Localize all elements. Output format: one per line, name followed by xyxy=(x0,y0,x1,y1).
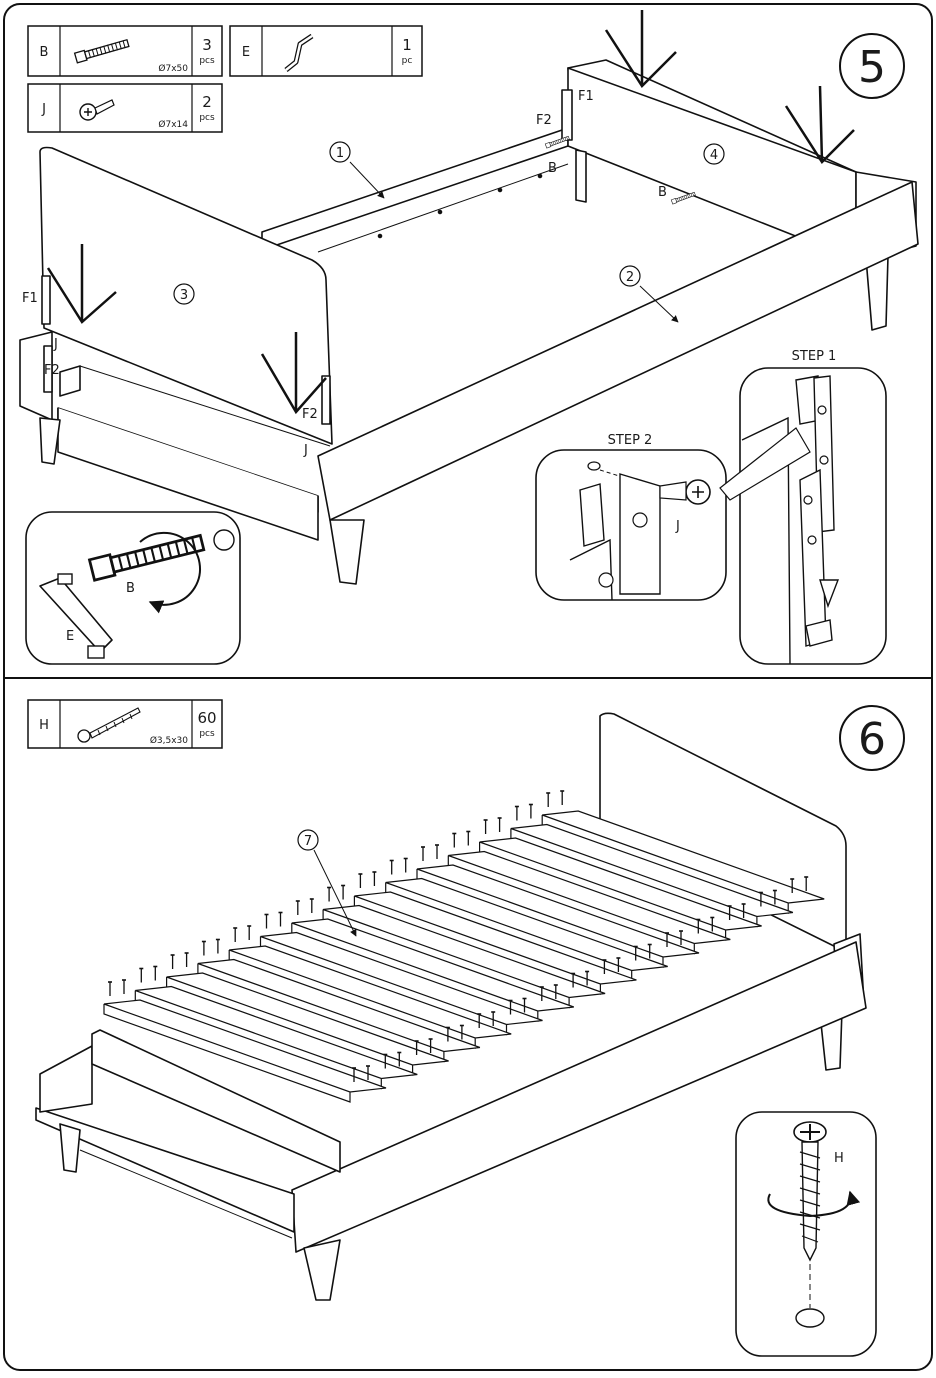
label-b-inner: B xyxy=(658,185,667,200)
callout-1: 1 xyxy=(329,141,385,199)
svg-text:2: 2 xyxy=(626,270,634,285)
step-2-title: STEP 2 xyxy=(608,433,653,448)
label-e-detail: E xyxy=(66,629,74,644)
label-j-left: J xyxy=(53,337,58,352)
svg-text:3: 3 xyxy=(180,288,188,303)
detail-screw-h: H xyxy=(735,1111,877,1357)
step-number-6: 6 xyxy=(839,705,905,771)
part-qty-j: 2 xyxy=(202,93,212,111)
label-h-detail: H xyxy=(834,1151,844,1166)
part-letter-e: E xyxy=(242,45,250,60)
label-f2-mid: F2 xyxy=(302,407,318,422)
label-j-mid: J xyxy=(303,443,308,458)
part-letter-h: H xyxy=(39,718,49,733)
part-box-b: B Ø7x50 3 pcs xyxy=(27,25,223,77)
part-unit-e: pc xyxy=(402,56,413,66)
svg-text:7: 7 xyxy=(304,834,312,849)
callout-3: 3 xyxy=(173,283,195,305)
label-f2-right: F2 xyxy=(536,113,552,128)
svg-text:6: 6 xyxy=(858,714,886,765)
bed-slat xyxy=(103,999,387,1103)
step-number-5: 5 xyxy=(839,33,905,99)
part-box-j: J Ø7x14 2 pcs xyxy=(27,83,223,133)
detail-step-2: STEP 2 J xyxy=(535,433,727,601)
part-qty-e: 1 xyxy=(402,36,412,54)
part-letter-b: B xyxy=(40,45,49,60)
callout-7: 7 xyxy=(297,829,357,937)
label-b-right: B xyxy=(548,161,557,176)
svg-text:5: 5 xyxy=(858,42,886,93)
step5-panel: B Ø7x50 3 pcs E 1 pc J xyxy=(19,10,919,665)
svg-text:1: 1 xyxy=(336,146,344,161)
callout-4: 4 xyxy=(703,143,725,165)
part-unit-j: pcs xyxy=(199,113,215,123)
part-size-j: Ø7x14 xyxy=(158,119,188,130)
press-down-arrows xyxy=(46,10,855,415)
detail-screw-b: B E xyxy=(25,511,241,665)
part-size-b: Ø7x50 xyxy=(158,63,188,74)
part-unit-h: pcs xyxy=(199,729,215,739)
detail-step-1: STEP 1 xyxy=(719,349,887,665)
part-qty-b: 3 xyxy=(202,36,212,54)
callout-2: 2 xyxy=(619,265,679,323)
part-letter-j: J xyxy=(41,102,46,117)
step-1-title: STEP 1 xyxy=(792,349,837,364)
part-unit-b: pcs xyxy=(199,56,215,66)
slat-group xyxy=(103,790,825,1103)
part-box-h: H Ø3,5x30 60 pcs xyxy=(27,699,223,749)
part-size-h: Ø3,5x30 xyxy=(150,735,188,746)
label-b-detail: B xyxy=(126,581,135,596)
svg-text:4: 4 xyxy=(710,148,718,163)
screw-h-icon xyxy=(77,707,141,743)
part-qty-h: 60 xyxy=(197,709,216,727)
label-f1-right: F1 xyxy=(578,89,594,104)
part-box-e: E 1 pc xyxy=(229,25,423,77)
label-j-detail: J xyxy=(675,519,680,534)
step6-panel: H Ø3,5x30 60 pcs 6 xyxy=(27,699,905,1357)
label-f2-left: F2 xyxy=(44,363,60,378)
screw-j-icon xyxy=(79,99,115,121)
label-f1-left: F1 xyxy=(22,291,38,306)
